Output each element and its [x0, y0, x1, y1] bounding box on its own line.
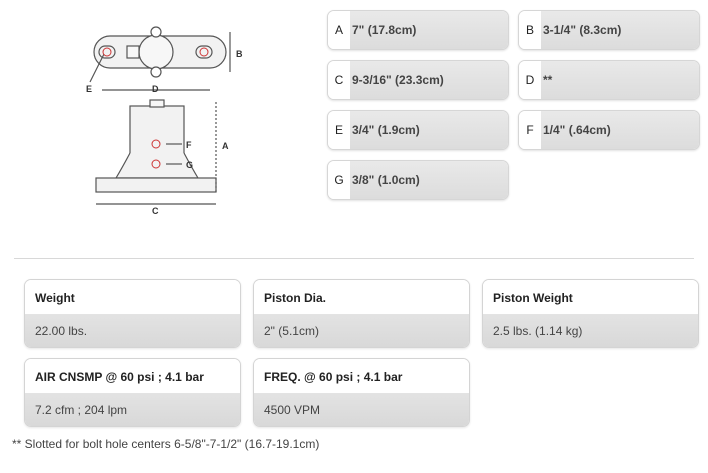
dimension-value: 3-1/4" (8.3cm) [541, 11, 699, 49]
spec-value: 22.00 lbs. [25, 314, 240, 347]
footnote: ** Slotted for bolt hole centers 6-5/8"-… [12, 437, 320, 451]
marker-f [151, 139, 161, 149]
spec-card-weight: Weight 22.00 lbs. [24, 279, 241, 348]
dimension-value: 7" (17.8cm) [350, 11, 508, 49]
spec-value: 7.2 cfm ; 204 lpm [25, 393, 240, 426]
leader-e [89, 53, 105, 83]
label-b: B [236, 49, 243, 59]
left-port [126, 45, 140, 59]
label-d: D [152, 84, 159, 94]
dimension-key: B [519, 11, 541, 49]
spec-label: Piston Dia. [254, 280, 469, 314]
dimension-key: D [519, 61, 541, 99]
dimension-value: ** [541, 61, 699, 99]
vibrator-diagram: B A D C E F G [86, 26, 243, 216]
label-f: F [186, 140, 192, 150]
spec-value: 2.5 lbs. (1.14 kg) [483, 314, 698, 347]
label-e: E [86, 84, 92, 94]
spec-label: FREQ. @ 60 psi ; 4.1 bar [254, 359, 469, 393]
dimension-card-e: E 3/4" (1.9cm) [327, 110, 509, 150]
spec-label: AIR CNSMP @ 60 psi ; 4.1 bar [25, 359, 240, 393]
dimension-card-a: A 7" (17.8cm) [327, 10, 509, 50]
dimension-value: 9-3/16" (23.3cm) [350, 61, 508, 99]
spec-card-air-consumption: AIR CNSMP @ 60 psi ; 4.1 bar 7.2 cfm ; 2… [24, 358, 241, 427]
label-a: A [222, 141, 229, 151]
technical-drawing: B A D C E F G [78, 18, 258, 218]
spec-label: Piston Weight [483, 280, 698, 314]
dimension-card-b: B 3-1/4" (8.3cm) [518, 10, 700, 50]
bottom-port [150, 66, 162, 78]
dimension-card-d: D ** [518, 60, 700, 100]
dimension-key: F [519, 111, 541, 149]
section-divider [14, 258, 694, 259]
dimension-key: G [328, 161, 350, 199]
marker-right [199, 47, 209, 57]
dimension-card-c: C 9-3/16" (23.3cm) [327, 60, 509, 100]
spec-card-piston-dia: Piston Dia. 2" (5.1cm) [253, 279, 470, 348]
spec-card-piston-weight: Piston Weight 2.5 lbs. (1.14 kg) [482, 279, 699, 348]
marker-g [151, 159, 161, 169]
left-slot [98, 45, 116, 59]
dimension-card-f: F 1/4" (.64cm) [518, 110, 700, 150]
top-port [150, 26, 162, 38]
right-slot [195, 45, 213, 59]
dimension-value: 3/8" (1.0cm) [350, 161, 508, 199]
spec-value: 4500 VPM [254, 393, 469, 426]
dimension-key: A [328, 11, 350, 49]
marker-left [102, 47, 112, 57]
side-view-base [95, 177, 217, 193]
dimension-value: 3/4" (1.9cm) [350, 111, 508, 149]
label-g: G [186, 160, 193, 170]
center-boss [138, 34, 174, 70]
dimension-card-g: G 3/8" (1.0cm) [327, 160, 509, 200]
dimension-key: C [328, 61, 350, 99]
top-fitting [149, 99, 165, 108]
dimension-key: E [328, 111, 350, 149]
label-c: C [152, 206, 159, 216]
spec-value: 2" (5.1cm) [254, 314, 469, 347]
spec-card-frequency: FREQ. @ 60 psi ; 4.1 bar 4500 VPM [253, 358, 470, 427]
dimension-value: 1/4" (.64cm) [541, 111, 699, 149]
spec-label: Weight [25, 280, 240, 314]
